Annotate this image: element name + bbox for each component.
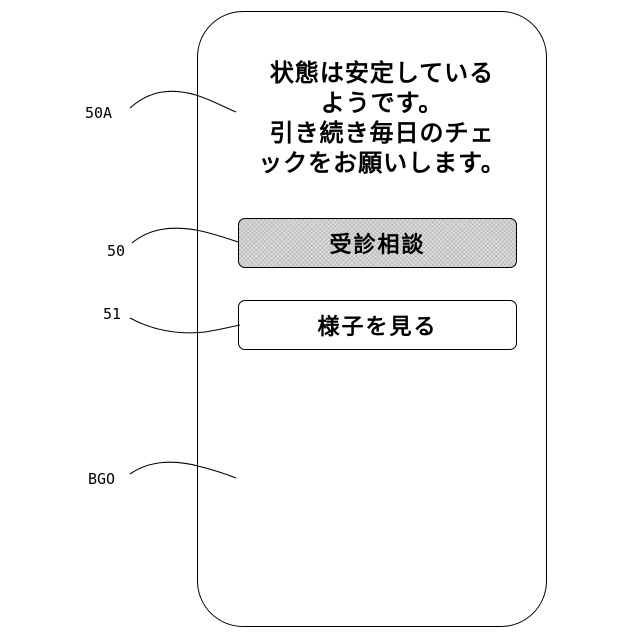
ref-label-background: BGO (88, 472, 115, 487)
consult-doctor-button[interactable]: 受診相談 (238, 218, 517, 268)
message-line: 状態は安定している (232, 58, 532, 88)
wait-and-see-button[interactable]: 様子を見る (238, 300, 517, 350)
message-line: ックをお願いします。 (232, 148, 532, 178)
ref-label-wait-button: 51 (103, 307, 121, 322)
message-line: ようです。 (232, 88, 532, 118)
ref-label-consult-button: 50 (107, 244, 125, 259)
ref-label-message: 50A (85, 106, 112, 121)
status-message: 状態は安定している ようです。 引き続き毎日のチェ ックをお願いします。 (232, 58, 532, 178)
message-line: 引き続き毎日のチェ (232, 118, 532, 148)
